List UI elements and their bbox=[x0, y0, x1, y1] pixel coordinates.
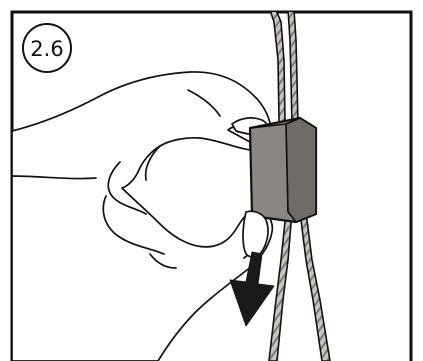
hand-wrist-line bbox=[12, 175, 97, 180]
hand-finger-line-3 bbox=[149, 253, 177, 269]
stopper-front-face bbox=[285, 117, 317, 223]
cord-lock-stopper bbox=[248, 116, 318, 224]
hand-palm bbox=[12, 71, 274, 361]
hand-finger-line-4 bbox=[144, 145, 161, 181]
hand-finger-line-1 bbox=[107, 161, 147, 215]
step-number: 2.6 bbox=[30, 37, 63, 61]
cord-lower-right bbox=[299, 211, 331, 361]
lower-cords bbox=[268, 211, 331, 361]
stopper-edge-line bbox=[285, 123, 289, 213]
cord-lower-left bbox=[268, 211, 293, 361]
step-badge: 2.6 bbox=[22, 23, 72, 73]
hand-knuckle-line bbox=[187, 89, 221, 117]
step-badge-circle bbox=[22, 23, 72, 73]
down-arrow-icon bbox=[229, 251, 275, 327]
hand-finger-line-2 bbox=[102, 195, 165, 255]
